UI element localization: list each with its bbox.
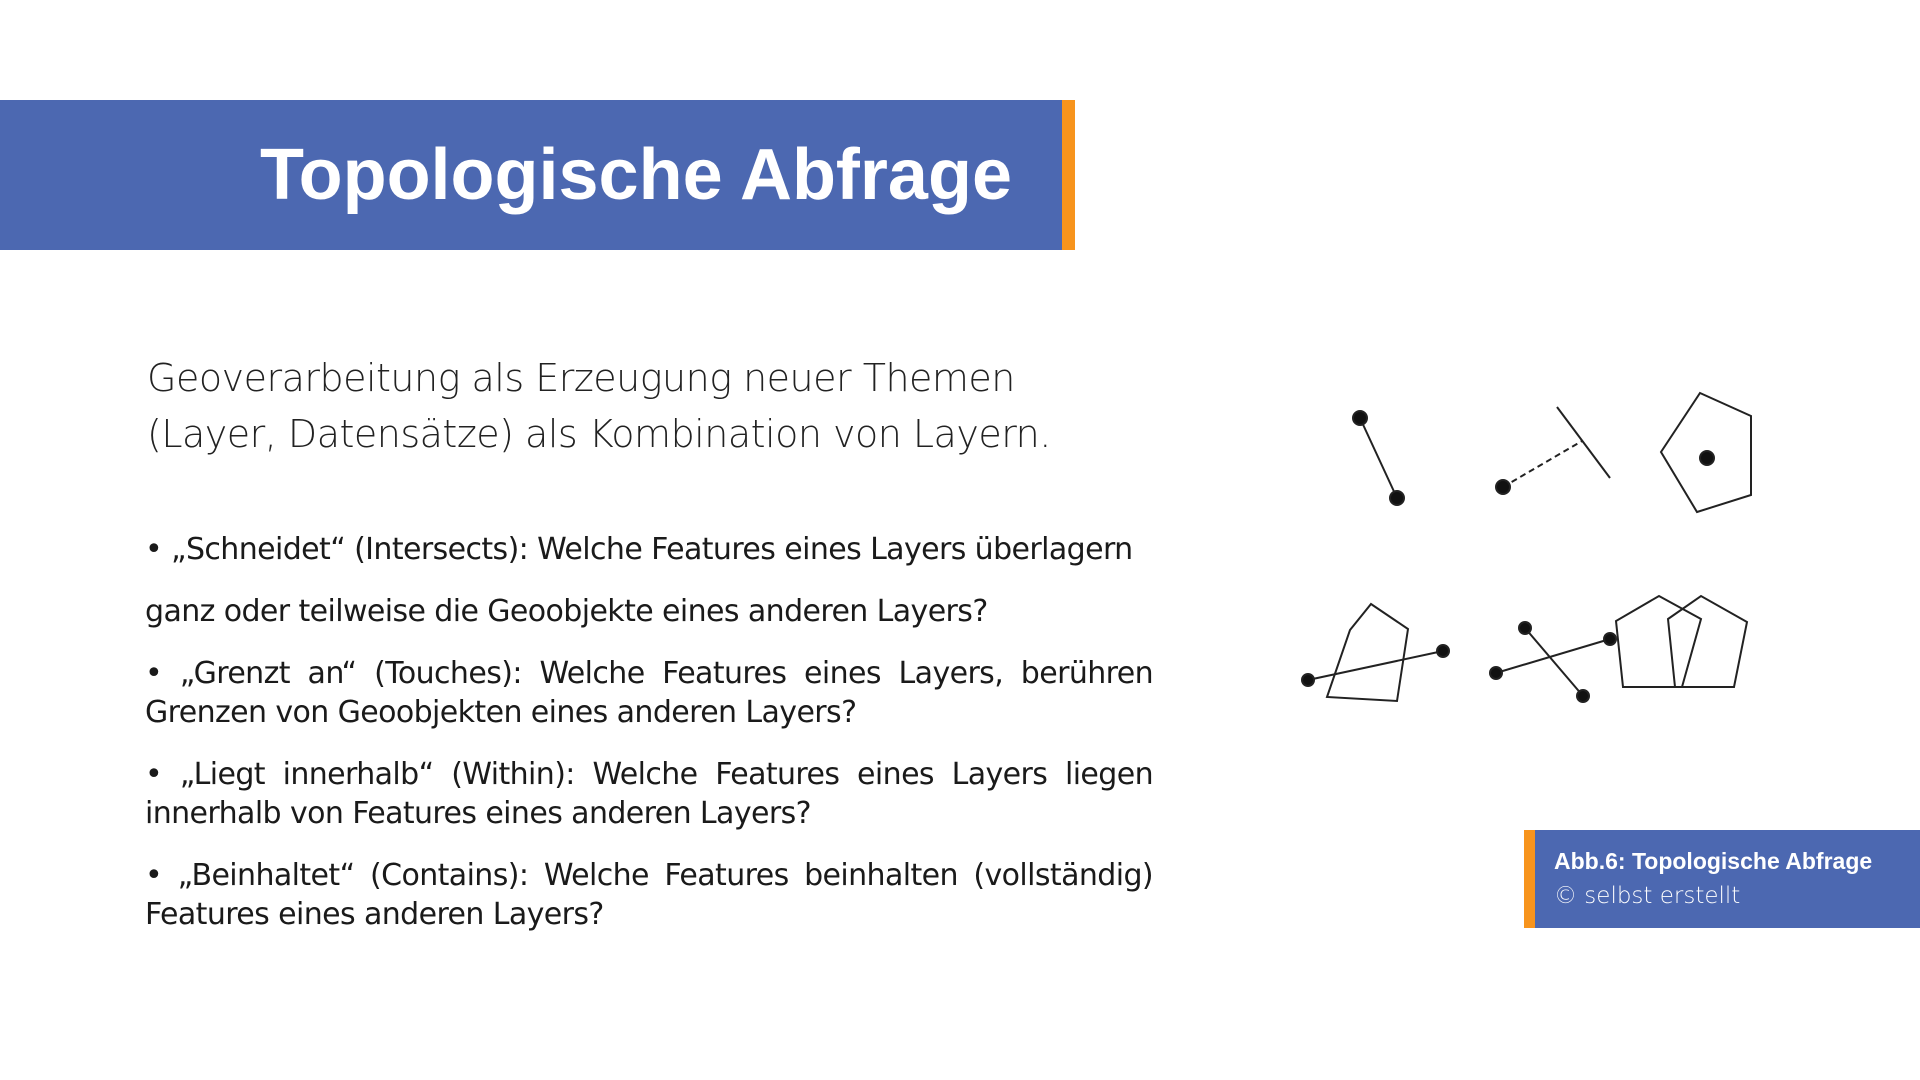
diagram-point-in-polygon [1659, 391, 1752, 514]
intro-text: Geoverarbeitung als Erzeugung neuer Them… [147, 350, 1051, 462]
bullet-contains: • „Beinhaltet“ (Contains): Welche Featur… [145, 858, 1154, 932]
caption-subtitle: © selbst erstellt [1554, 883, 1741, 909]
intro-line-1: Geoverarbeitung als Erzeugung neuer Them… [147, 356, 1015, 400]
slide-title: Topologische Abfrage [259, 135, 1012, 215]
bullet-list: • „Schneidet“ (Intersects): Welche Featu… [145, 530, 1154, 934]
bullet-touches: • „Grenzt an“ (Touches): Welche Features… [145, 656, 1154, 730]
diagram-crossing-lines [1489, 621, 1617, 703]
title-banner: Topologische Abfrage [0, 100, 1062, 250]
diagram-line-segment [1352, 410, 1405, 506]
intro-line-2: (Layer, Datensätze) als Kombination von … [147, 412, 1051, 456]
bullet-intersects-line-1: • „Schneidet“ (Intersects): Welche Featu… [145, 532, 1133, 567]
bullet-within: • „Liegt innerhalb“ (Within): Welche Fea… [145, 757, 1154, 831]
caption-accent-stripe [1524, 830, 1535, 928]
bullet-intersects-line-2: ganz oder teilweise die Geoobjekte eines… [145, 594, 988, 629]
diagram-line-crossing-polygon [1301, 602, 1450, 703]
topology-diagrams [1301, 391, 1752, 703]
figure-caption: Abb.6: Topologische Abfrage © selbst ers… [1524, 830, 1920, 928]
diagram-overlapping-polygons [1614, 594, 1749, 688]
diagram-point-near-line [1495, 406, 1611, 495]
caption-title: Abb.6: Topologische Abfrage [1554, 848, 1873, 874]
title-accent-stripe [1062, 100, 1075, 250]
